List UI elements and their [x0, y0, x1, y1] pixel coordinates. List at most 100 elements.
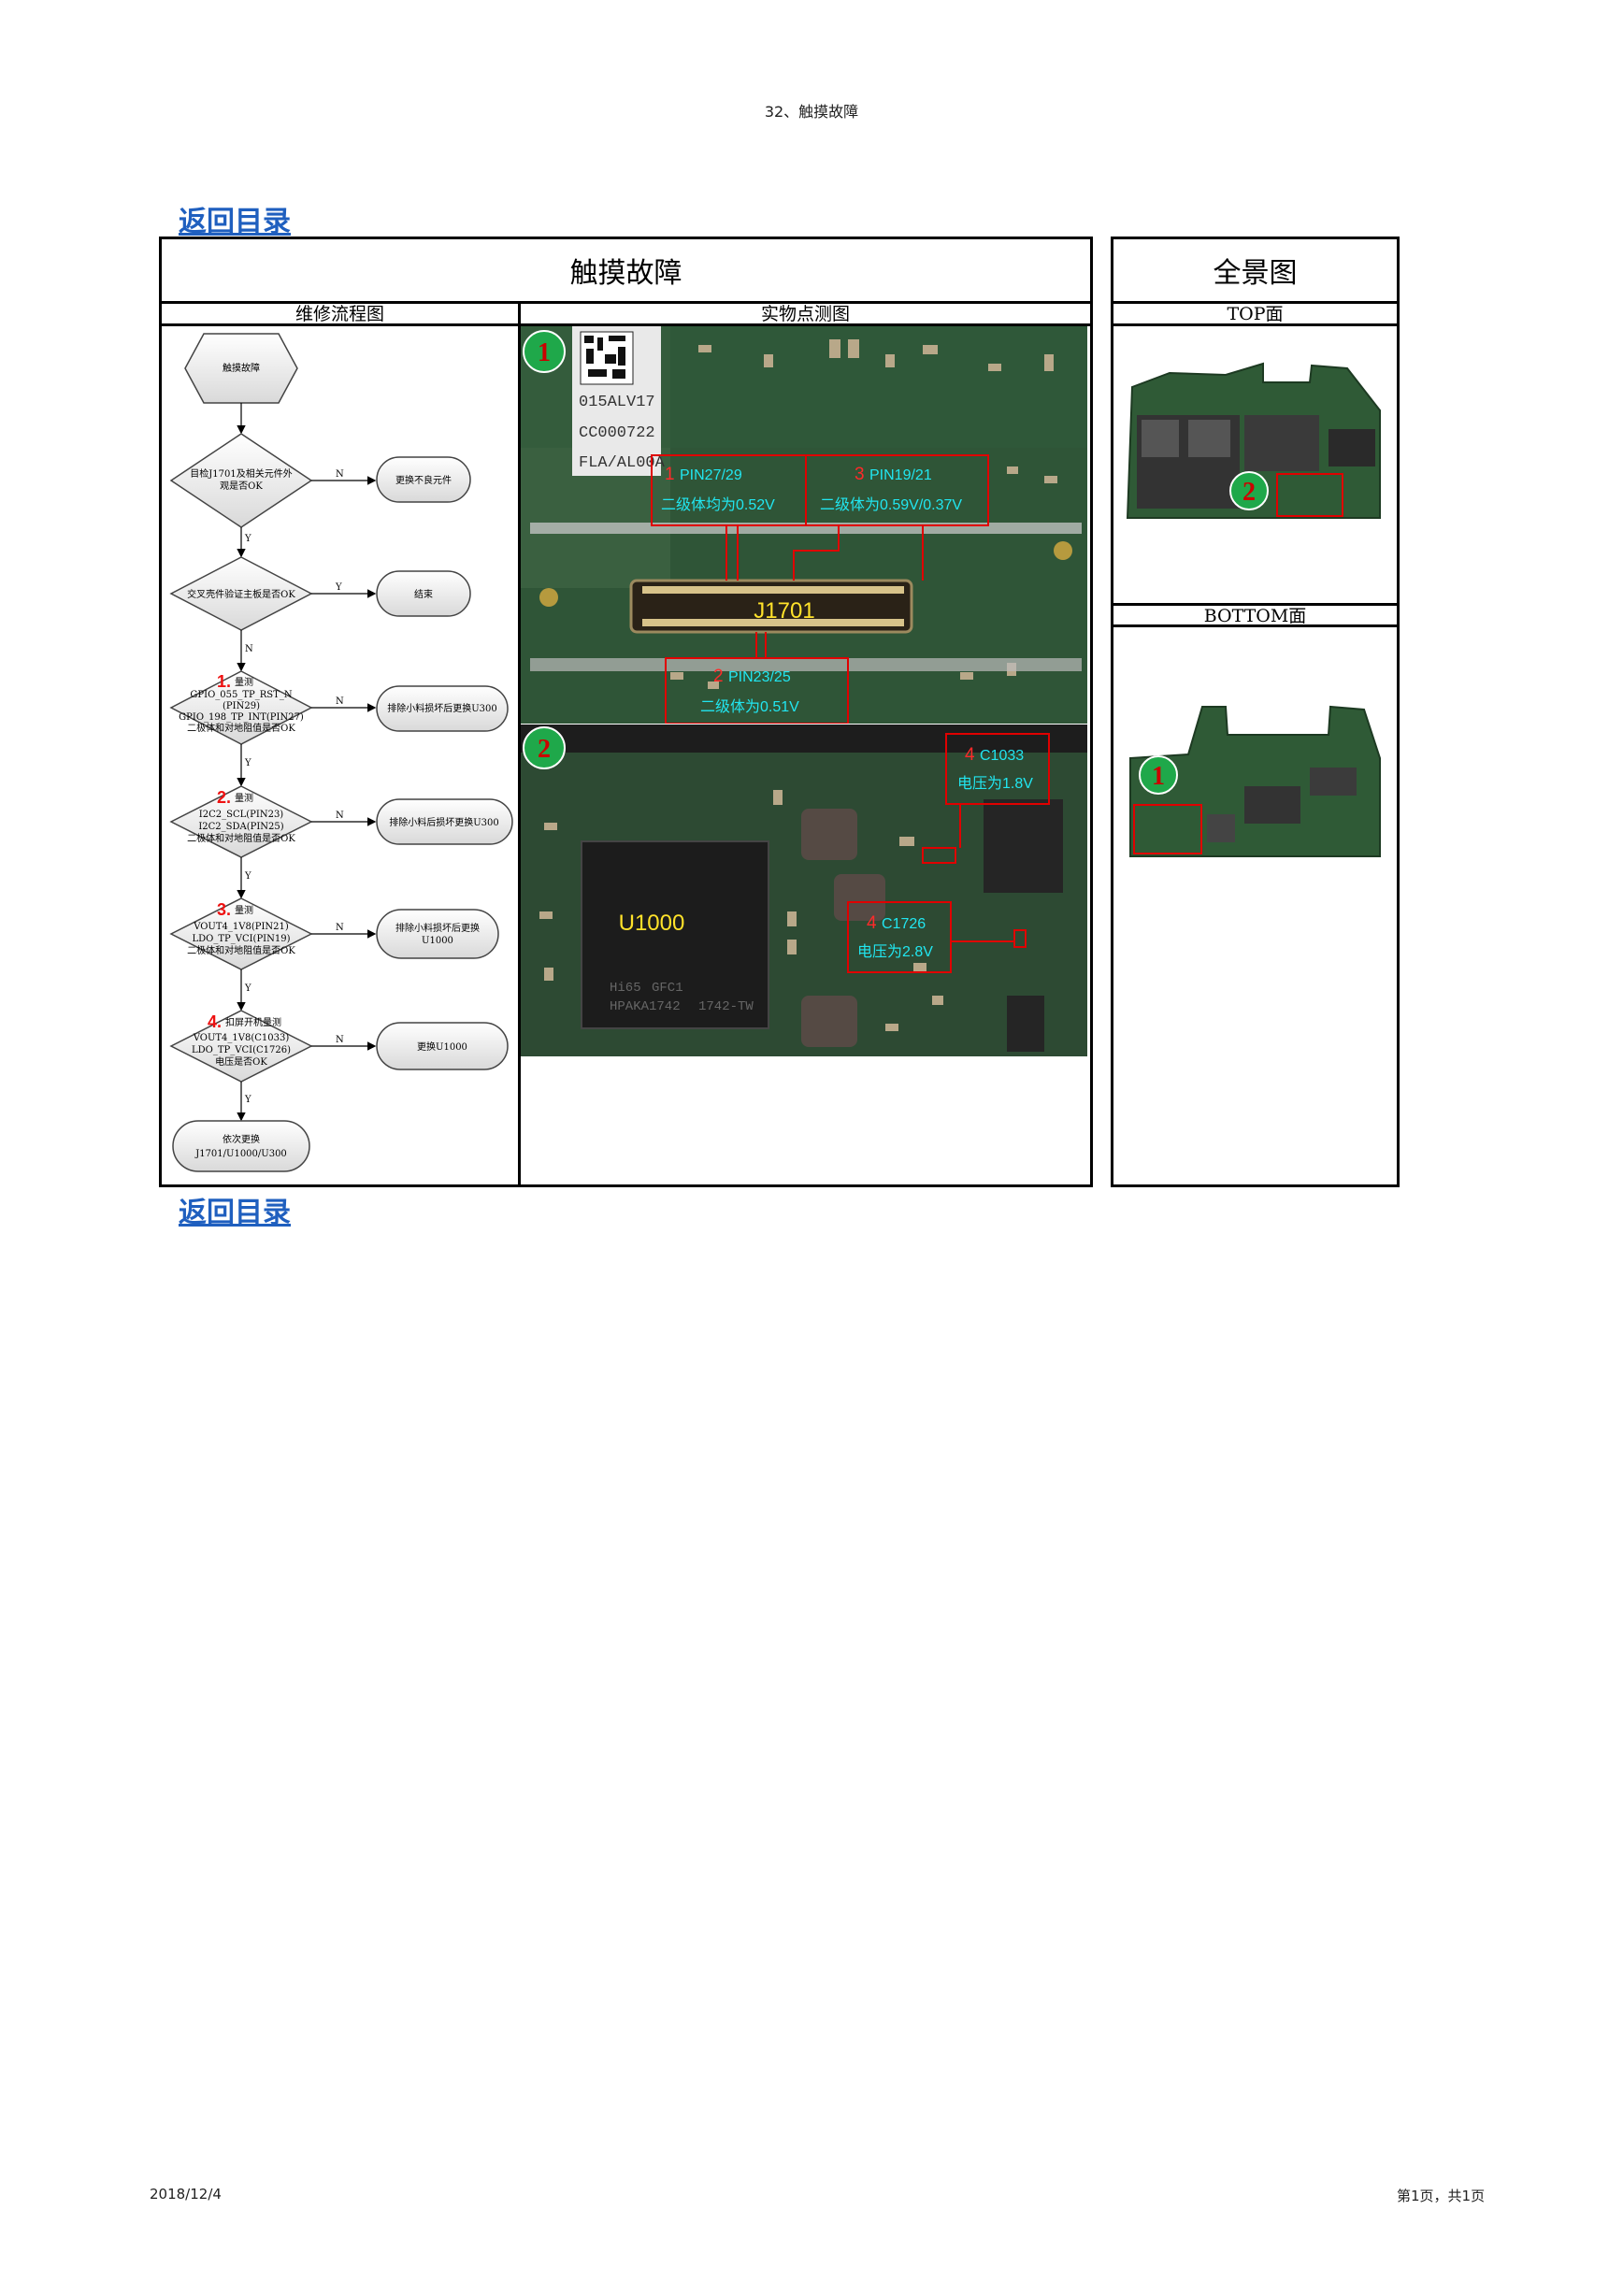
back-to-contents-link-bottom[interactable]: 返回目录 — [179, 1197, 291, 1229]
measure-gpio-line2: GPIO_055_TP_RST_N — [190, 690, 292, 700]
test-box-3-number: 3 — [855, 465, 865, 484]
page-header: 32、触摸故障 — [764, 103, 859, 121]
top-marker-2-label: 2 — [1242, 478, 1256, 507]
test-box-4a-number: 4 — [965, 745, 975, 765]
footer-page-number: 第1页，共1页 — [1397, 2188, 1486, 2204]
divider — [1111, 323, 1400, 326]
ic-u1000 — [581, 840, 769, 1029]
test-box-2-pins: PIN23/25 — [728, 669, 791, 685]
measure-gpio-line1: 量测 — [235, 676, 253, 688]
yes-label: Y — [244, 758, 251, 768]
yes-label: Y — [244, 534, 251, 544]
no-label: N — [336, 1035, 344, 1045]
measure-gpio-line4: GPIO_198_TP_INT(PIN27) — [179, 712, 304, 723]
final-replace-line2: J1701/U1000/U300 — [194, 1149, 287, 1159]
ic-print-3: HPAKA1742 — [610, 999, 681, 1014]
measure-vout-line2: VOUT4_1V8(PIN21) — [193, 922, 289, 932]
ic-print-2: GFC1 — [652, 981, 683, 996]
ic-print-1: Hi65 — [610, 981, 641, 996]
no-label: N — [336, 469, 344, 480]
point-marker-1-label: 1 — [538, 338, 551, 367]
divider — [1111, 301, 1400, 304]
check-visual-diamond — [169, 433, 313, 528]
measure-i2c-line4: 二极体和对地阻值是否OK — [187, 832, 295, 844]
end-label: 结束 — [414, 588, 433, 600]
yes-label: Y — [244, 983, 251, 994]
panorama-bottom-image: 1 — [1113, 627, 1397, 1184]
flow-header: 维修流程图 — [294, 304, 384, 324]
yes-label: Y — [244, 1095, 251, 1105]
no-label: N — [336, 696, 344, 707]
top-face-label: TOP面 — [1227, 304, 1284, 324]
measure-i2c-line2: I2C2_SCL(PIN23) — [199, 810, 284, 820]
test-box-1-value: 二级体均为0.52V — [661, 496, 775, 513]
final-replace-node — [172, 1120, 310, 1172]
measure-i2c-line3: I2C2_SDA(PIN25) — [198, 822, 283, 832]
power-on-line1: 扣屏开机量测 — [225, 1016, 281, 1028]
test-box-3 — [805, 454, 989, 526]
test-box-1-pins: PIN27/29 — [680, 467, 742, 483]
final-replace-line1: 依次更换 — [223, 1133, 260, 1145]
replace-u1000-line2: U1000 — [422, 936, 453, 946]
test-box-4b-ref: C1726 — [882, 916, 926, 932]
test-box-2-number: 2 — [713, 667, 724, 686]
yes-label: Y — [244, 871, 251, 882]
power-on-line2: VOUT4_1V8(C1033) — [193, 1033, 290, 1043]
divider — [1111, 624, 1400, 627]
start-label: 触摸故障 — [223, 362, 260, 374]
panorama-table — [1111, 237, 1400, 1187]
replace-part-node — [376, 456, 471, 503]
point-marker-2-label: 2 — [538, 735, 551, 764]
replace-u300-label-2: 排除小料后损坏更换U300 — [389, 816, 499, 828]
test-box-4-c1033 — [945, 733, 1050, 805]
test-box-1-number: 1 — [665, 465, 675, 484]
divider — [518, 301, 521, 1187]
top-marker-2 — [1229, 471, 1269, 510]
measure-gpio-line3: (PIN29) — [223, 701, 260, 711]
bottom-marker-1-label: 1 — [1152, 762, 1165, 791]
test-box-4-c1726 — [847, 901, 952, 973]
check-visual-line2: 观是否OK — [220, 481, 263, 492]
photo-u1000: U1000 Hi65 GFC1 HPAKA1742 1742-TW 2 4 C1… — [521, 725, 1087, 1056]
point-marker-1 — [523, 330, 566, 373]
replace-u300-label: 排除小料损坏后更换U300 — [387, 702, 497, 714]
sticker-line3: FLA/AL00A — [579, 454, 666, 472]
test-box-4b-number: 4 — [867, 913, 877, 933]
replace-u1000-node — [376, 909, 499, 959]
no-label: N — [245, 644, 253, 654]
photo-connector-j1701: 015ALV17 CC000722 FLA/AL00A J1701 1 1 PI… — [521, 326, 1087, 724]
ic-print-4: 1742-TW — [698, 999, 754, 1014]
connector-label: J1701 — [754, 598, 814, 624]
replace-u300-node — [376, 685, 509, 732]
test-box-2-value: 二级体为0.51V — [700, 698, 799, 715]
test-box-3-pins: PIN19/21 — [869, 467, 932, 483]
step-number-3: 3. — [217, 900, 231, 919]
panorama-top-image: 2 — [1113, 326, 1397, 603]
replace-u300-node-2 — [376, 798, 513, 845]
sticker-line1: 015ALV17 — [579, 394, 655, 411]
replace-u1000-line1: 排除小料损坏后更换 — [395, 922, 480, 934]
replace-u1000-final-label: 更换U1000 — [417, 1040, 467, 1053]
power-on-line3: LDO_TP_VCI(C1726) — [192, 1045, 291, 1055]
bottom-face-label: BOTTOM面 — [1203, 606, 1307, 626]
measure-vout-line4: 二极体和对地阻值是否OK — [187, 944, 295, 956]
test-box-4a-value: 电压为1.8V — [957, 775, 1033, 792]
yes-label: Y — [335, 582, 342, 593]
replace-part-label: 更换不良元件 — [395, 474, 452, 486]
bottom-marker-1 — [1139, 755, 1178, 795]
measure-vout-line3: LDO_TP_VCI(PIN19) — [192, 934, 290, 944]
test-box-2 — [665, 657, 849, 724]
footer-date: 2018/12/4 — [150, 2186, 222, 2203]
main-title: 触摸故障 — [569, 257, 682, 290]
test-box-4b-value: 电压为2.8V — [857, 943, 933, 960]
point-marker-2 — [523, 726, 566, 769]
divider — [1111, 603, 1400, 606]
main-table — [159, 237, 1093, 1187]
power-on-line4: 电压是否OK — [215, 1055, 267, 1068]
check-visual-line1: 目检J1701及相关元件外 — [190, 467, 292, 480]
divider — [159, 301, 1093, 304]
back-to-contents-link[interactable]: 返回目录 — [179, 206, 291, 238]
replace-u1000-final-node — [376, 1022, 509, 1070]
cross-verify-label: 交叉壳件验证主板是否OK — [187, 588, 295, 600]
measure-vout-line1: 量测 — [235, 904, 253, 916]
